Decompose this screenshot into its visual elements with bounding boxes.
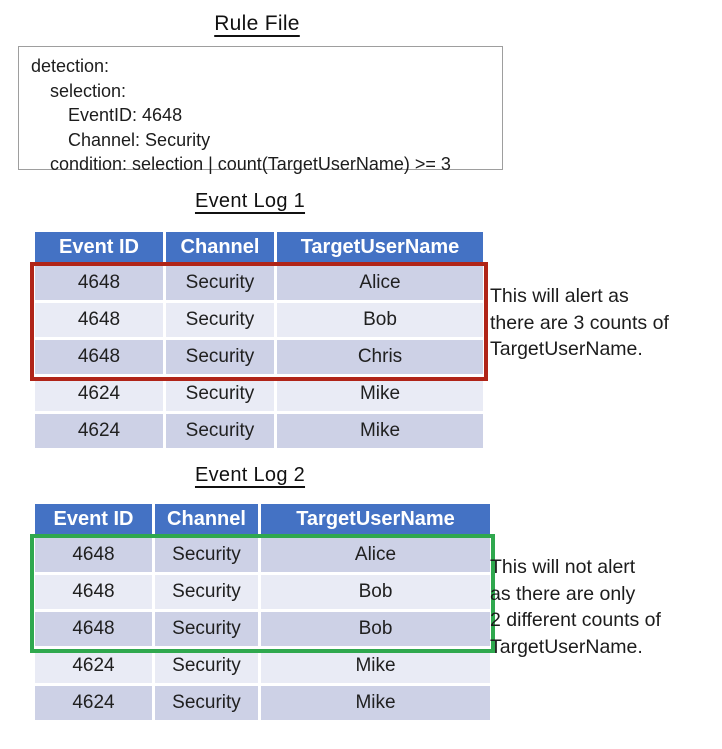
table-cell: Mike: [261, 686, 490, 720]
table-cell: Security: [155, 538, 258, 572]
table-cell: Security: [166, 340, 274, 374]
table-cell: Chris: [277, 340, 483, 374]
log1-header-event-id: Event ID: [35, 232, 163, 263]
log2-annotation: This will not alert as there are only 2 …: [490, 556, 661, 658]
event-log-2-table: Event ID Channel TargetUserName 4648 Sec…: [30, 504, 495, 720]
table-cell: 4648: [35, 266, 163, 300]
rule-line-channel: Channel: Security: [68, 129, 211, 150]
table-cell: 4648: [35, 538, 152, 572]
table-cell: Security: [155, 575, 258, 609]
rule-line-eventid: EventID: 4648: [68, 105, 183, 125]
table-cell: Mike: [277, 377, 483, 411]
table-cell: Security: [155, 686, 258, 720]
table-cell: Mike: [277, 414, 483, 448]
table-cell: Bob: [277, 303, 483, 337]
table-cell: 4648: [35, 340, 163, 374]
table-cell: Security: [155, 649, 258, 683]
log2-header-targetusername: TargetUserName: [261, 504, 490, 535]
event-log-1-title: Event Log 1: [194, 190, 306, 212]
table-cell: Alice: [277, 266, 483, 300]
table-cell: 4624: [35, 649, 152, 683]
table-cell: Alice: [261, 538, 490, 572]
table-cell: 4624: [35, 414, 163, 448]
event-log-1-table: Event ID Channel TargetUserName 4648 Sec…: [30, 232, 488, 448]
rule-line-selection: selection:: [50, 80, 127, 101]
table-cell: Bob: [261, 612, 490, 646]
rule-line-condition: condition: selection | count(TargetUserN…: [50, 154, 451, 174]
log1-header-channel: Channel: [166, 232, 274, 263]
table-cell: 4648: [35, 575, 152, 609]
table-cell: 4624: [35, 377, 163, 411]
table-cell: Security: [155, 612, 258, 646]
table-cell: Mike: [261, 649, 490, 683]
table-cell: 4648: [35, 612, 152, 646]
table-cell: Security: [166, 414, 274, 448]
rule-file-title: Rule File: [214, 12, 300, 35]
event-log-2-title: Event Log 2: [194, 464, 306, 486]
log1-annotation: This will alert as there are 3 counts of…: [490, 285, 669, 360]
log1-header-targetusername: TargetUserName: [277, 232, 483, 263]
rule-file-box: detection: selection: EventID: 4648 Chan…: [18, 46, 503, 174]
log2-header-channel: Channel: [155, 504, 258, 535]
table-cell: 4624: [35, 686, 152, 720]
log2-header-event-id: Event ID: [35, 504, 152, 535]
table-cell: 4648: [35, 303, 163, 337]
rule-line-detection: detection:: [31, 56, 110, 76]
table-cell: Security: [166, 377, 274, 411]
table-cell: Bob: [261, 575, 490, 609]
table-cell: Security: [166, 303, 274, 337]
table-cell: Security: [166, 266, 274, 300]
